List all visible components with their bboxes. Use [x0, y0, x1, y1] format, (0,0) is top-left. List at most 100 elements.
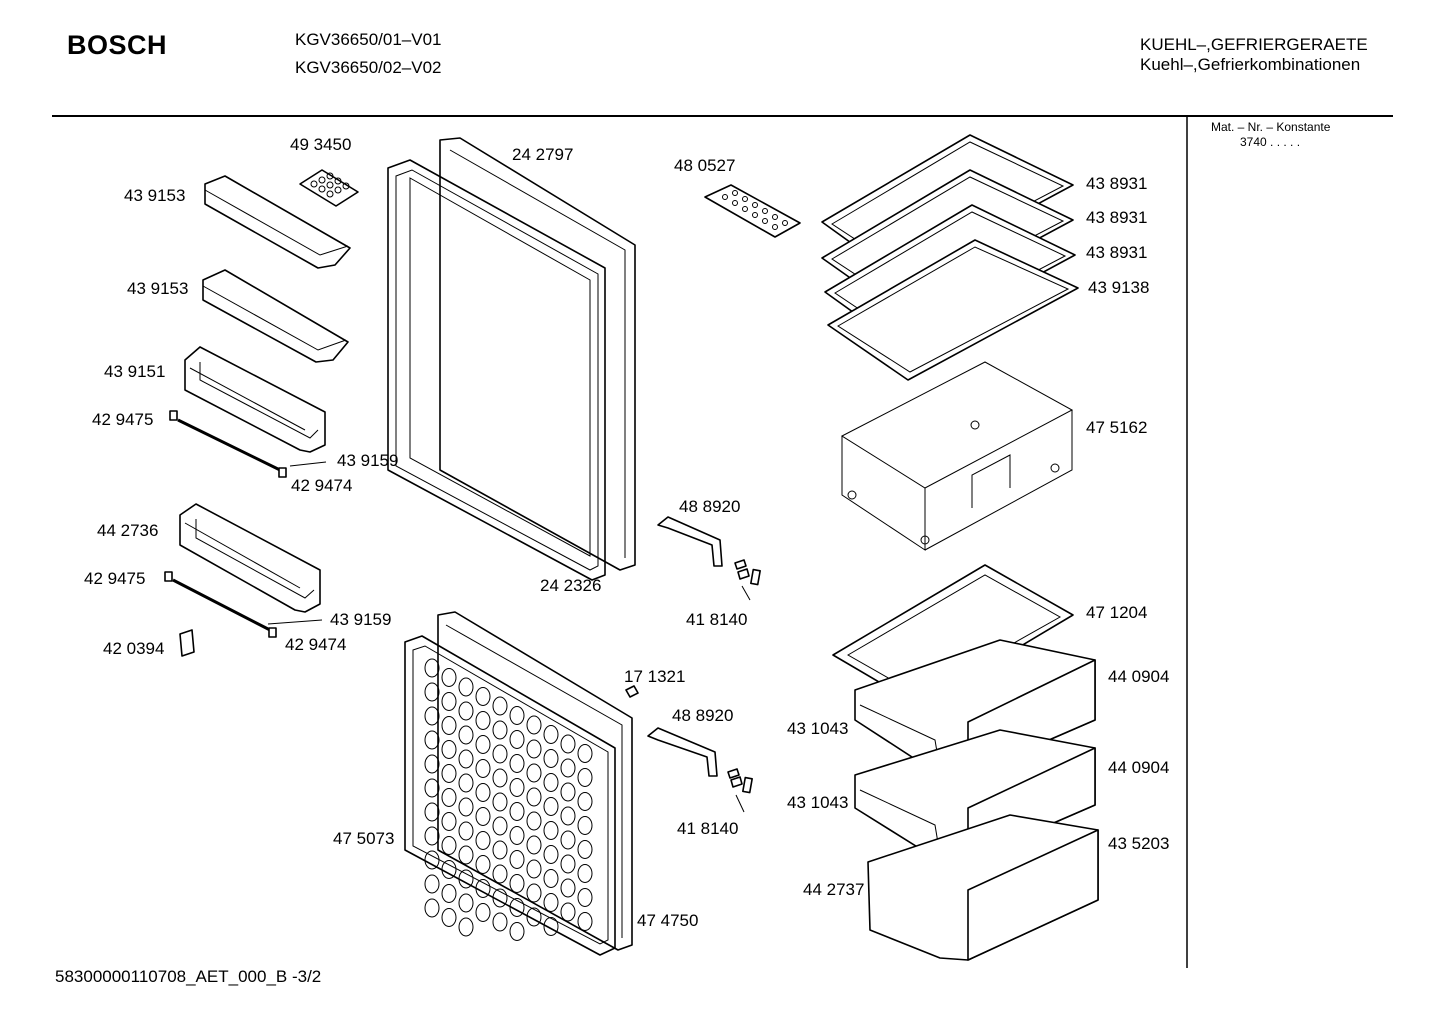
- part-label: 43 9159: [330, 610, 392, 629]
- door-shelf-middle: [202, 269, 349, 363]
- egg-tray: [299, 169, 359, 207]
- dimple: [458, 677, 474, 697]
- part-label: 42 9474: [285, 635, 347, 654]
- crisper-drawer: [840, 361, 1074, 551]
- dimple: [424, 730, 440, 750]
- dimple: [509, 898, 525, 917]
- category-subtitle: Kuehl–,Gefrierkombinationen: [1140, 55, 1361, 74]
- dimple: [492, 840, 508, 860]
- dimple: [458, 917, 474, 937]
- dimple: [560, 782, 576, 802]
- brand-logo: BOSCH: [67, 30, 168, 60]
- dimple: [475, 711, 491, 730]
- part-label: 47 1204: [1086, 603, 1148, 622]
- dimple: [560, 854, 576, 874]
- door-handle-lower: [647, 727, 718, 777]
- dimple: [458, 797, 474, 817]
- door-handle-upper: [657, 516, 723, 567]
- dimple: [509, 850, 525, 869]
- dimple: [424, 850, 440, 870]
- dimple: [526, 859, 542, 879]
- part-label: 42 9475: [84, 569, 146, 588]
- dimple: [475, 759, 491, 778]
- dimple: [441, 908, 457, 927]
- screw-set-upper: [734, 559, 761, 601]
- part-label: 47 5162: [1086, 418, 1148, 437]
- part-label: 43 8931: [1086, 208, 1148, 227]
- dimple: [492, 744, 508, 764]
- dimple: [577, 888, 593, 907]
- dimple: [475, 855, 491, 874]
- dimple: [526, 907, 542, 927]
- dimple: [424, 706, 440, 726]
- dimple: [458, 725, 474, 745]
- part-label: 47 4750: [637, 911, 699, 930]
- part-label: 48 8920: [679, 497, 741, 516]
- part-label: 43 9151: [104, 362, 166, 381]
- dimple: [441, 740, 457, 759]
- dimple: [492, 768, 508, 788]
- clip-part: [179, 629, 195, 657]
- dimple: [509, 826, 525, 845]
- dimple: [458, 869, 474, 889]
- dimple: [475, 807, 491, 826]
- dimple: [526, 739, 542, 759]
- dimple: [492, 864, 508, 884]
- dimple: [526, 835, 542, 855]
- dimple: [475, 687, 491, 706]
- part-label: 43 9138: [1088, 278, 1150, 297]
- part-label: 49 3450: [290, 135, 352, 154]
- dimple: [509, 754, 525, 773]
- dimple: [424, 802, 440, 822]
- glass-shelves-stack: [821, 134, 1079, 381]
- dimple: [509, 802, 525, 821]
- dimple: [509, 874, 525, 893]
- dimple: [577, 864, 593, 883]
- dimple: [560, 806, 576, 826]
- dimple: [424, 874, 440, 894]
- part-label: 43 1043: [787, 793, 849, 812]
- dimple: [509, 922, 525, 941]
- dimple: [543, 869, 559, 888]
- screw-set-lower: [727, 768, 753, 813]
- dimple: [543, 917, 559, 936]
- dimple: [560, 902, 576, 922]
- dimple: [441, 716, 457, 735]
- dimple: [424, 682, 440, 702]
- dimple: [577, 768, 593, 787]
- model-number-1: KGV36650/01–V01: [295, 30, 442, 49]
- part-label: 44 0904: [1108, 758, 1170, 777]
- dimple: [441, 668, 457, 687]
- dimple: [560, 830, 576, 850]
- retaining-rod-upper: [169, 410, 327, 478]
- dimple: [492, 792, 508, 812]
- dimple: [577, 816, 593, 835]
- dimple: [543, 845, 559, 864]
- dimple: [509, 730, 525, 749]
- door-bin-lower: [179, 503, 321, 613]
- dimple: [526, 763, 542, 783]
- part-label: 41 8140: [677, 819, 739, 838]
- dimple: [424, 658, 440, 678]
- part-label: 43 9153: [127, 279, 189, 298]
- part-label: 43 8931: [1086, 174, 1148, 193]
- part-label: 48 0527: [674, 156, 736, 175]
- dimple: [441, 788, 457, 807]
- dimple: [577, 744, 593, 763]
- dimple: [458, 749, 474, 769]
- dimple: [492, 696, 508, 716]
- part-label: 24 2326: [540, 576, 602, 595]
- dimple: [458, 701, 474, 721]
- dimple: [577, 840, 593, 859]
- dimple: [509, 706, 525, 725]
- dimple: [543, 773, 559, 792]
- part-label: 43 9153: [124, 186, 186, 205]
- part-label: 47 5073: [333, 829, 395, 848]
- part-label: 43 8931: [1086, 243, 1148, 262]
- dimple: [424, 778, 440, 798]
- part-label: 17 1321: [624, 667, 686, 686]
- dimple: [458, 893, 474, 913]
- dimple: [509, 778, 525, 797]
- freezer-door-lower: [404, 611, 633, 956]
